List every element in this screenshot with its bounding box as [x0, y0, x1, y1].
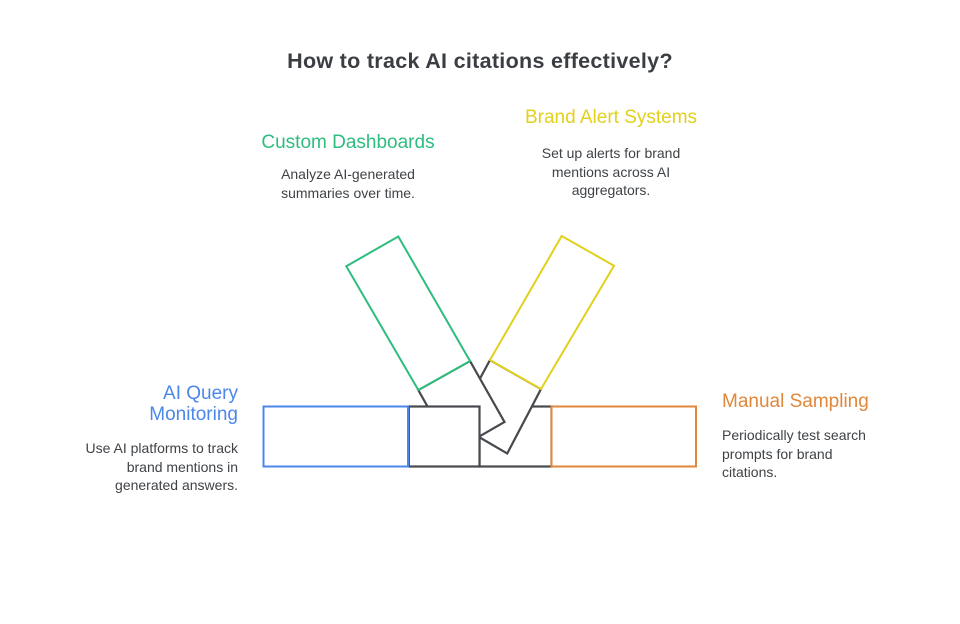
- section-ai-query-monitoring-description: Use AI platforms to track brand mentions…: [85, 440, 239, 493]
- section-manual-sampling: Manual Sampling Periodically test search…: [722, 390, 922, 482]
- manual-sampling-bar-shape: [550, 405, 697, 468]
- ai-query-monitoring-bar-shape: [262, 405, 409, 468]
- section-custom-dashboards: Custom Dashboards Analyze AI-generated s…: [238, 131, 458, 202]
- section-manual-sampling-label: Manual Sampling: [722, 391, 869, 412]
- center-left-dark-bar-shape: [407, 405, 481, 468]
- section-brand-alert-systems: Brand Alert Systems Set up alerts for br…: [501, 106, 721, 200]
- section-manual-sampling-description: Periodically test search prompts for bra…: [722, 427, 866, 480]
- section-brand-alert-systems-label: Brand Alert Systems: [524, 107, 698, 128]
- section-custom-dashboards-description: Analyze AI-generated summaries over time…: [281, 166, 415, 201]
- brand-alert-systems-bar-shape: [488, 234, 616, 391]
- section-brand-alert-systems-description: Set up alerts for brand mentions across …: [541, 145, 681, 198]
- section-ai-query-monitoring-label: AI Query Monitoring: [149, 383, 238, 425]
- custom-dashboards-bar-shape: [344, 235, 472, 392]
- section-ai-query-monitoring: AI Query Monitoring Use AI platforms to …: [38, 383, 239, 495]
- page-title: How to track AI citations effectively?: [287, 49, 673, 73]
- section-custom-dashboards-label: Custom Dashboards: [261, 132, 435, 153]
